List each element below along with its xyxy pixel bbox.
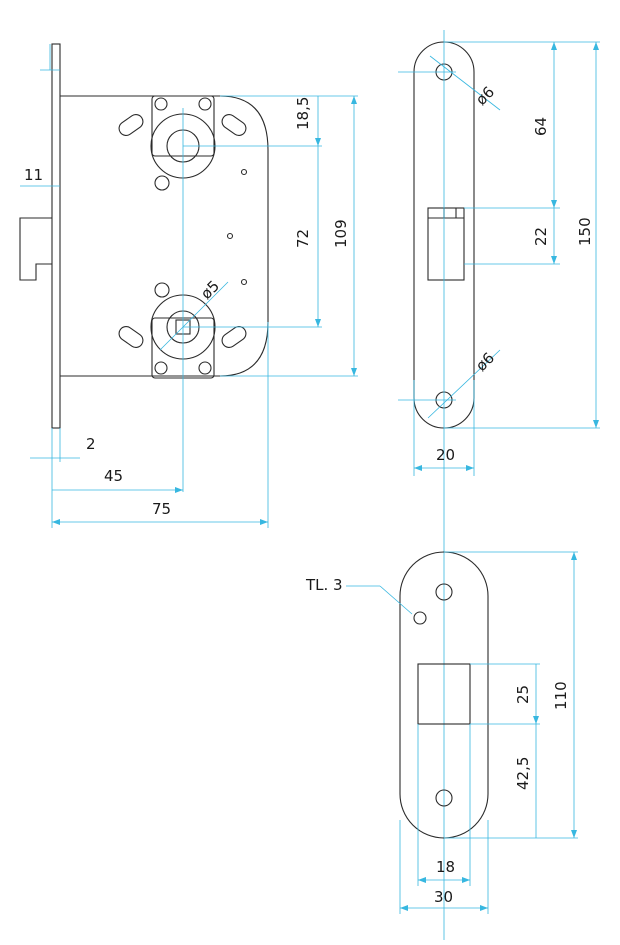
faceplate-dimensions xyxy=(398,30,600,940)
body-small-hole xyxy=(226,232,234,240)
dim-opening-width: 18 xyxy=(436,858,455,876)
dim-top-to-latch: 64 xyxy=(532,117,550,136)
faceplate-view: ø6 64 22 150 ø6 20 xyxy=(398,30,600,940)
strike-bottom-hole xyxy=(435,789,453,807)
dim-body-height: 109 xyxy=(332,219,350,248)
latch-opening xyxy=(427,207,465,281)
strike-opening xyxy=(417,663,471,725)
slot-hole xyxy=(221,114,247,136)
strike-marker-hole xyxy=(413,611,427,625)
body-hole xyxy=(154,175,170,191)
screw-hole xyxy=(198,361,212,375)
lock-case xyxy=(60,95,269,377)
dim-faceplate-width: 20 xyxy=(436,446,455,464)
strike-plate-dimensions xyxy=(346,551,578,914)
strike-part-label: TL. 3 xyxy=(305,576,343,594)
dim-strike-width: 30 xyxy=(434,888,453,906)
dim-body-depth: 75 xyxy=(152,500,171,518)
latch-bolt xyxy=(19,217,52,281)
screw-hole xyxy=(154,361,168,375)
strike-plate-view: TL. 3 25 110 42,5 18 30 xyxy=(305,551,578,914)
lock-faceplate-strip xyxy=(51,43,61,429)
strike-top-hole xyxy=(435,583,453,601)
body-hole xyxy=(154,282,170,298)
dim-opening-to-hole: 42,5 xyxy=(514,757,532,790)
dim-faceplate-thickness: 11 xyxy=(24,166,43,184)
dim-follower-hole-offset: 18,5 xyxy=(294,97,312,130)
dim-top-hole-diameter: ø6 xyxy=(472,83,498,109)
dim-strike-total-height: 110 xyxy=(552,681,570,710)
dim-latch-height: 22 xyxy=(532,227,550,246)
screw-hole xyxy=(198,97,212,111)
dim-hole-spacing: 72 xyxy=(294,229,312,248)
body-small-hole xyxy=(240,278,248,286)
dim-faceplate-total-height: 150 xyxy=(576,217,594,246)
screw-hole xyxy=(154,97,168,111)
lock-body-view: 11 18,5 72 109 ø5 2 45 75 xyxy=(19,43,358,528)
slot-hole xyxy=(118,326,144,348)
dim-opening-height: 25 xyxy=(514,685,532,704)
dim-backset: 45 xyxy=(104,467,123,485)
body-small-hole xyxy=(240,168,248,176)
dim-bottom-hole-diameter: ø6 xyxy=(472,349,498,375)
lock-body-dimensions xyxy=(20,44,358,528)
dim-spindle-diameter: ø5 xyxy=(197,277,223,303)
slot-hole xyxy=(118,114,144,136)
slot-hole xyxy=(221,326,247,348)
dim-plate-offset: 2 xyxy=(86,435,96,453)
